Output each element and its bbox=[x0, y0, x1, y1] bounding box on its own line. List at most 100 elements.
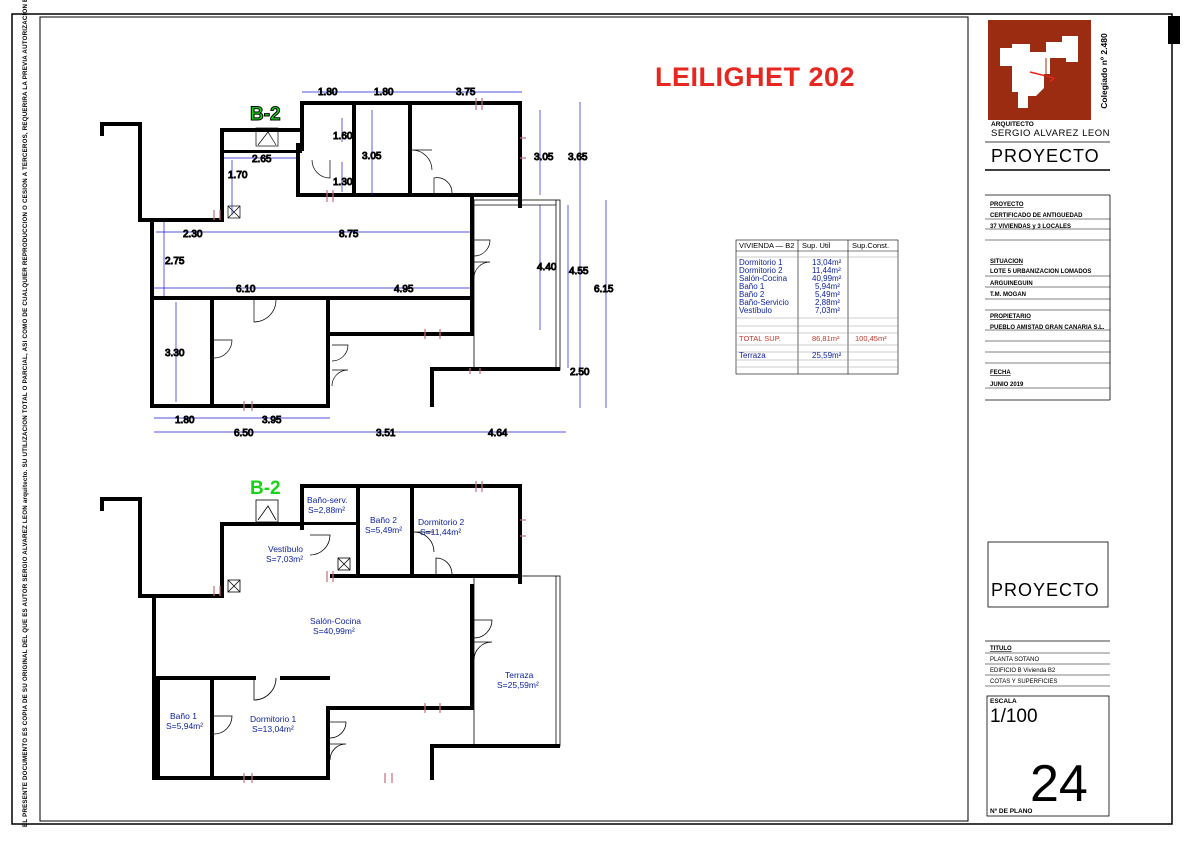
propietario-line: PUEBLO AMISTAD GRAN CANARIA S.L. bbox=[990, 325, 1105, 331]
room-labels: Baño-serv. S=2,88m² Baño 2 S=5,49m² Dorm… bbox=[166, 495, 539, 734]
page-title: LEILIGHET 202 bbox=[655, 62, 856, 92]
proyecto-line: CERTIFICADO DE ANTIGUEDAD bbox=[990, 213, 1083, 219]
table-header-vivienda: VIVIENDA — B2 bbox=[739, 241, 794, 250]
plano-label: Nº DE PLANO bbox=[990, 808, 1033, 815]
room-area-bano-1: S=5,94m² bbox=[166, 721, 203, 731]
room-name-bano-1: Baño 1 bbox=[170, 711, 197, 721]
room-area-terraza: S=25,59m² bbox=[497, 680, 539, 690]
situacion-line: ARGUINEGUIN bbox=[990, 281, 1033, 287]
table-row-name: Baño 2 bbox=[739, 290, 765, 299]
surface-table: VIVIENDA — B2 Sup. Util Sup.Const. Dormi… bbox=[735, 239, 899, 375]
table-row-util: 11,44m² bbox=[812, 266, 841, 275]
architect-label: ARQUITECTO bbox=[991, 121, 1034, 128]
bottom-plan: B-2 Baño-serv. S=2,88m² Baño 2 S=5,49m² … bbox=[100, 478, 561, 783]
dim-text: 1.80 bbox=[374, 87, 394, 98]
dim-text: 2.30 bbox=[183, 229, 203, 240]
dim-text: 1.70 bbox=[228, 170, 248, 181]
table-row-util: 13,04m² bbox=[812, 258, 842, 267]
corner-mark bbox=[1168, 16, 1180, 44]
outer-frame bbox=[11, 13, 1173, 825]
table-row-util: 7,03m² bbox=[815, 306, 840, 315]
dim-text: 3.30 bbox=[165, 348, 185, 359]
copyright-text: EL PRESENTE DOCUMENTO ES COPIA DE SU ORI… bbox=[22, 0, 29, 827]
table-header-const: Sup.Const. bbox=[852, 241, 889, 250]
room-name-vestibulo: Vestíbulo bbox=[268, 544, 303, 554]
colegiado-badge: Colegiado nº 2.480 bbox=[1094, 20, 1116, 132]
top-plan-windows bbox=[213, 98, 526, 411]
plano-number: 24 bbox=[1030, 755, 1088, 813]
dim-text: 1.80 bbox=[175, 415, 195, 426]
bottom-plan-windows bbox=[213, 481, 526, 783]
dim-text: 2.50 bbox=[570, 367, 590, 378]
titulo-line: PLANTA SOTANO bbox=[990, 657, 1039, 663]
escala-label: ESCALA bbox=[990, 698, 1017, 705]
table-row-util: 40,99m² bbox=[812, 274, 842, 283]
table-total-label: TOTAL SUP. bbox=[739, 334, 781, 343]
block-label-bottom: B-2 bbox=[250, 478, 281, 499]
room-area-bano-2: S=5,49m² bbox=[365, 525, 402, 535]
situacion-label: SITUACION bbox=[990, 259, 1023, 265]
architect-logo bbox=[988, 20, 1091, 120]
architect-name: SERGIO ALVAREZ LEON bbox=[991, 128, 1110, 139]
proyecto-line: 37 VIVIENDAS y 3 LOCALES bbox=[990, 224, 1071, 230]
dim-text: 3.51 bbox=[376, 428, 396, 439]
top-plan-dim-texts: 1.80 1.80 3.75 1.60 3.05 3.05 3.65 2.65 … bbox=[165, 87, 615, 440]
dim-text: 6.10 bbox=[236, 284, 256, 295]
title-block-text: PROYECTO CERTIFICADO DE ANTIGUEDAD 37 VI… bbox=[990, 202, 1105, 685]
dim-text: 4.95 bbox=[394, 284, 414, 295]
drawing-frame bbox=[39, 16, 969, 822]
dim-text: 1.60 bbox=[333, 131, 353, 142]
table-row-name: Dormitorio 2 bbox=[739, 266, 783, 275]
table-row-name: Salón-Cocina bbox=[739, 274, 788, 283]
dim-text: 3.05 bbox=[362, 151, 382, 162]
titulo-line: COTAS Y SUPERFICIES bbox=[990, 679, 1057, 685]
dim-text: 3.65 bbox=[568, 152, 588, 163]
dim-text: 3.75 bbox=[456, 87, 476, 98]
table-row-name: Vestíbulo bbox=[739, 306, 772, 315]
table-row-name: Dormitorio 1 bbox=[739, 258, 783, 267]
colegiado-text: Colegiado nº 2.480 bbox=[1099, 33, 1109, 109]
room-area-bano-serv: S=2,88m² bbox=[308, 505, 345, 515]
room-area-dormitorio-2: S=11,44m² bbox=[420, 527, 461, 537]
escala-value: 1/100 bbox=[990, 706, 1038, 727]
top-plan-doors bbox=[213, 127, 491, 387]
fecha-value: JUNIO 2019 bbox=[990, 382, 1024, 388]
titulo-label: TITULO bbox=[990, 646, 1012, 652]
table-row-name: Baño 1 bbox=[739, 282, 765, 291]
situacion-line: LOTE 5 URBANIZACION LOMADOS bbox=[990, 269, 1091, 275]
table-row-util: 5,49m² bbox=[815, 290, 840, 299]
room-name-bano-2: Baño 2 bbox=[370, 515, 397, 525]
block-label-top: B-2 bbox=[250, 104, 281, 125]
room-name-dormitorio-2: Dormitorio 2 bbox=[418, 517, 465, 527]
dim-text: 2.65 bbox=[252, 154, 272, 165]
dim-text: 4.40 bbox=[537, 262, 557, 273]
dim-text: 1.30 bbox=[333, 177, 353, 188]
top-plan: 1.80 1.80 3.75 1.60 3.05 3.05 3.65 2.65 … bbox=[100, 87, 615, 440]
situacion-line: T.M. MOGAN bbox=[990, 292, 1026, 298]
room-area-salon-cocina: S=40,99m² bbox=[313, 626, 355, 636]
table-row-util: 2,88m² bbox=[815, 298, 840, 307]
table-total-util: 86,81m² bbox=[812, 334, 840, 343]
table-row-util: 5,94m² bbox=[815, 282, 840, 291]
table-header-util: Sup. Util bbox=[802, 241, 831, 250]
room-area-vestibulo: S=7,03m² bbox=[266, 554, 303, 564]
table-total-const: 100,45m² bbox=[855, 334, 887, 343]
table-terraza-util: 25,59m² bbox=[812, 351, 842, 360]
table-terraza-label: Terraza bbox=[739, 351, 766, 360]
dim-text: 1.80 bbox=[318, 87, 338, 98]
dim-text: 2.75 bbox=[165, 256, 185, 267]
proyecto-heading: PROYECTO bbox=[991, 146, 1100, 166]
dim-text: 3.05 bbox=[534, 152, 554, 163]
title-block bbox=[985, 141, 1111, 817]
dim-text: 4.55 bbox=[569, 266, 589, 277]
dim-text: 4.64 bbox=[488, 428, 508, 439]
table-rows: Dormitorio 1 13,04m² Dormitorio 2 11,44m… bbox=[739, 258, 842, 315]
fecha-label: FECHA bbox=[990, 370, 1011, 376]
bottom-plan-details bbox=[213, 499, 561, 761]
top-plan-walls bbox=[100, 101, 560, 408]
room-area-dormitorio-1: S=13,04m² bbox=[252, 724, 294, 734]
titulo-line: EDIFICIO B Vivienda B2 bbox=[990, 668, 1056, 674]
room-name-bano-serv: Baño-serv. bbox=[307, 495, 347, 505]
dim-text: 6.15 bbox=[594, 284, 614, 295]
